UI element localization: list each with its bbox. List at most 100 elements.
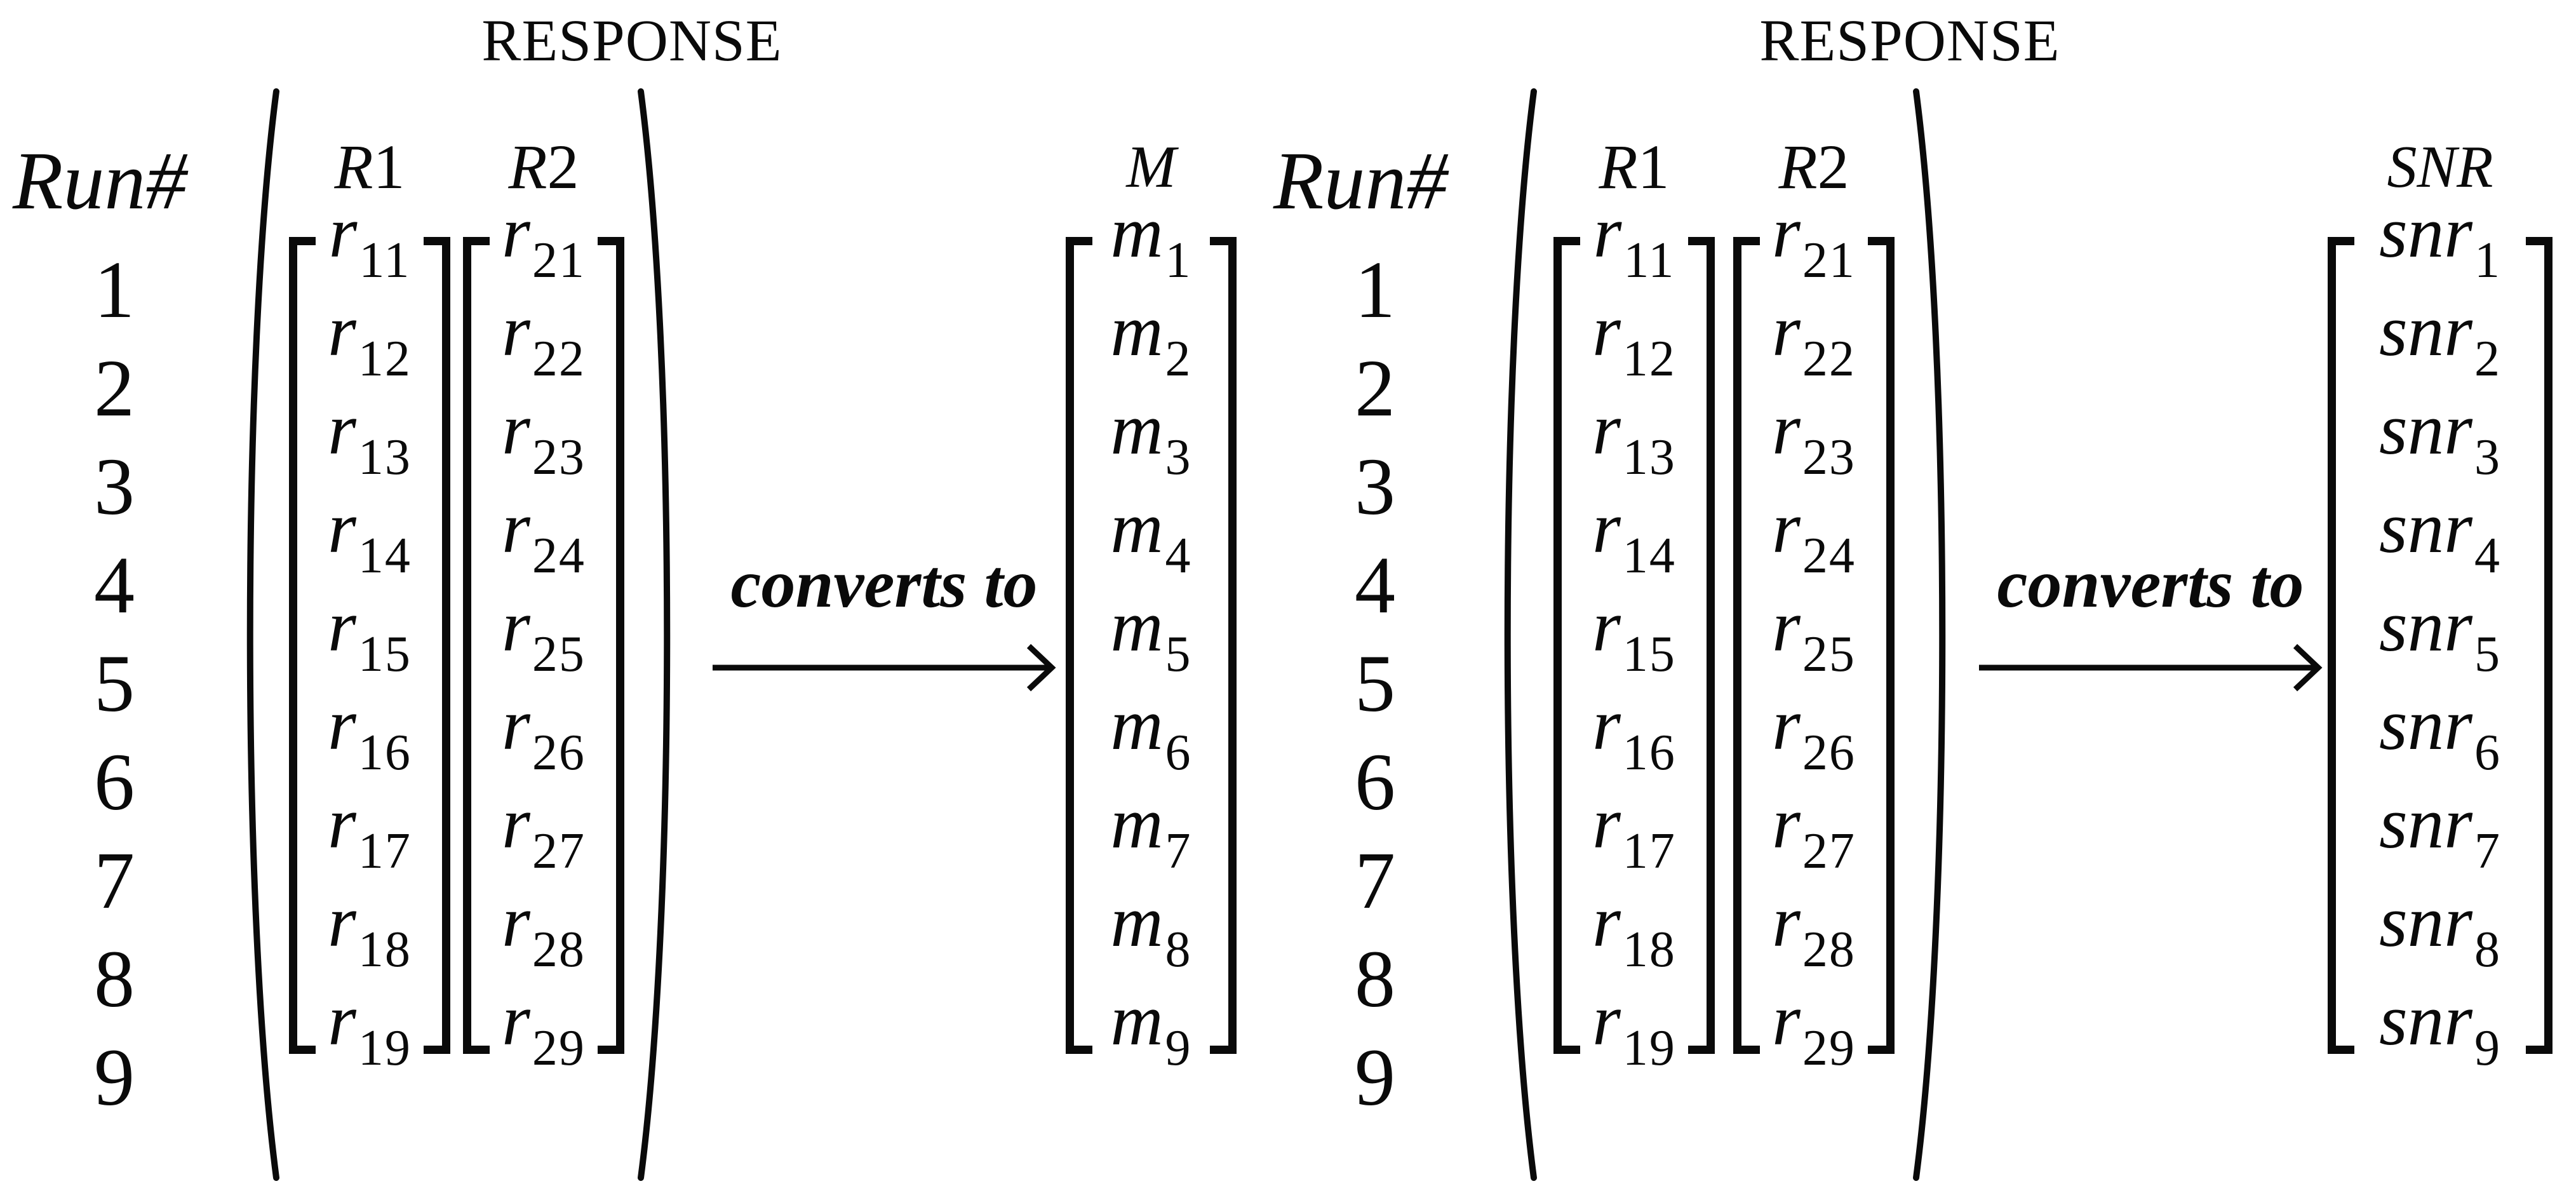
entry-subscript: 24 [532,528,586,584]
vector-entry: r22 [1760,281,1868,387]
entry-base: snr [2378,290,2472,371]
entry-subscript: 22 [532,331,586,387]
bracket-right-icon [598,236,624,1054]
entry-base: r [328,980,356,1060]
entry-subscript: 19 [1622,1020,1676,1076]
entry-base: r [328,783,356,863]
bracket-right-icon [1210,236,1237,1054]
entry-base: r [1772,783,1801,863]
vector-entry: m8 [1092,872,1210,978]
entry-base: r [502,487,530,568]
entry-base: r [328,586,356,666]
entry-base: r [1772,881,1801,962]
vector-entry: m7 [1092,774,1210,879]
converts-label: converts to [730,546,1038,622]
entry-subscript: 4 [1165,528,1192,584]
entry-base: m [1110,783,1164,863]
entry-subscript: 13 [358,429,412,485]
paren-close-icon [1910,86,1956,1183]
vector-entry: r22 [490,281,598,387]
run-column-label: Run# [1273,135,1448,227]
entry-subscript: 25 [1802,626,1856,682]
vector-header-letter: R [334,131,373,202]
entry-base: snr [2378,389,2472,469]
entry-subscript: 27 [1802,823,1856,879]
vector-header-letter: R [1599,131,1638,202]
bracket-left-icon [1066,236,1092,1054]
vector-header: R2 [1733,132,1895,202]
vector-header: R2 [463,132,624,202]
vector-entry: r19 [1580,971,1688,1076]
entry-subscript: 8 [2474,922,2501,978]
vector-header-letter: SNR [2387,134,2493,200]
entry-subscript: 2 [1165,331,1192,387]
run-number: 5 [94,638,135,729]
run-number: 7 [1355,835,1395,926]
entry-subscript: 8 [1165,922,1192,978]
vector-entry: r12 [316,281,424,387]
entry-subscript: 9 [1165,1020,1192,1076]
entry-base: r [502,783,530,863]
vector-entry: r15 [1580,577,1688,682]
entry-base: r [1592,389,1621,469]
bracket-right-icon [1868,236,1895,1054]
response-title: RESPONSE [1759,8,2060,74]
entry-subscript: 5 [2474,626,2501,682]
vector-header-letter: R [508,131,547,202]
vector-entry: m1 [1092,183,1210,288]
vector-entry: r24 [1760,478,1868,584]
vector-entry: snr3 [2354,380,2526,485]
vector-entry: r11 [1580,183,1688,288]
vector-entry: r21 [490,183,598,288]
entry-base: m [1110,487,1164,568]
entry-subscript: 17 [358,823,412,879]
entry-subscript: 11 [1623,233,1675,288]
run-number: 8 [94,934,135,1024]
bracket-left-icon [1733,236,1760,1054]
bracket-left-icon [2328,236,2354,1054]
vector-entry: r23 [490,380,598,485]
entry-subscript: 9 [2474,1020,2501,1076]
run-number: 5 [1355,638,1395,729]
converts-block: converts to [1976,548,2324,692]
entry-subscript: 29 [1802,1020,1856,1076]
vector-entry: m9 [1092,971,1210,1076]
vector-entry: r13 [1580,380,1688,485]
converts-label: converts to [1997,546,2304,622]
vector-entry: r13 [316,380,424,485]
entry-subscript: 15 [358,626,412,682]
run-number: 3 [1355,442,1395,532]
entry-subscript: 11 [359,233,411,288]
vector-header-digit: 2 [1817,131,1849,202]
entry-subscript: 2 [2474,331,2501,387]
vector-entry: r27 [490,774,598,879]
entry-subscript: 7 [2474,823,2501,879]
entry-base: r [1772,192,1801,273]
entry-subscript: 23 [1802,429,1856,485]
vector-entry: snr6 [2354,675,2526,781]
run-number: 9 [94,1032,135,1122]
run-number: 6 [94,737,135,827]
entry-subscript: 19 [358,1020,412,1076]
vector-entry: snr2 [2354,281,2526,387]
bracket-left-icon [463,236,490,1054]
vector-header-digit: 1 [1637,131,1670,202]
entry-base: m [1110,586,1164,666]
entry-subscript: 18 [1622,922,1676,978]
entry-base: r [1592,783,1621,863]
vector-header-digit: 1 [373,131,405,202]
entry-subscript: 21 [1802,233,1856,288]
entry-subscript: 17 [1622,823,1676,879]
entry-subscript: 6 [2474,725,2501,781]
vector-entry: r18 [1580,872,1688,978]
entry-base: m [1110,980,1164,1060]
